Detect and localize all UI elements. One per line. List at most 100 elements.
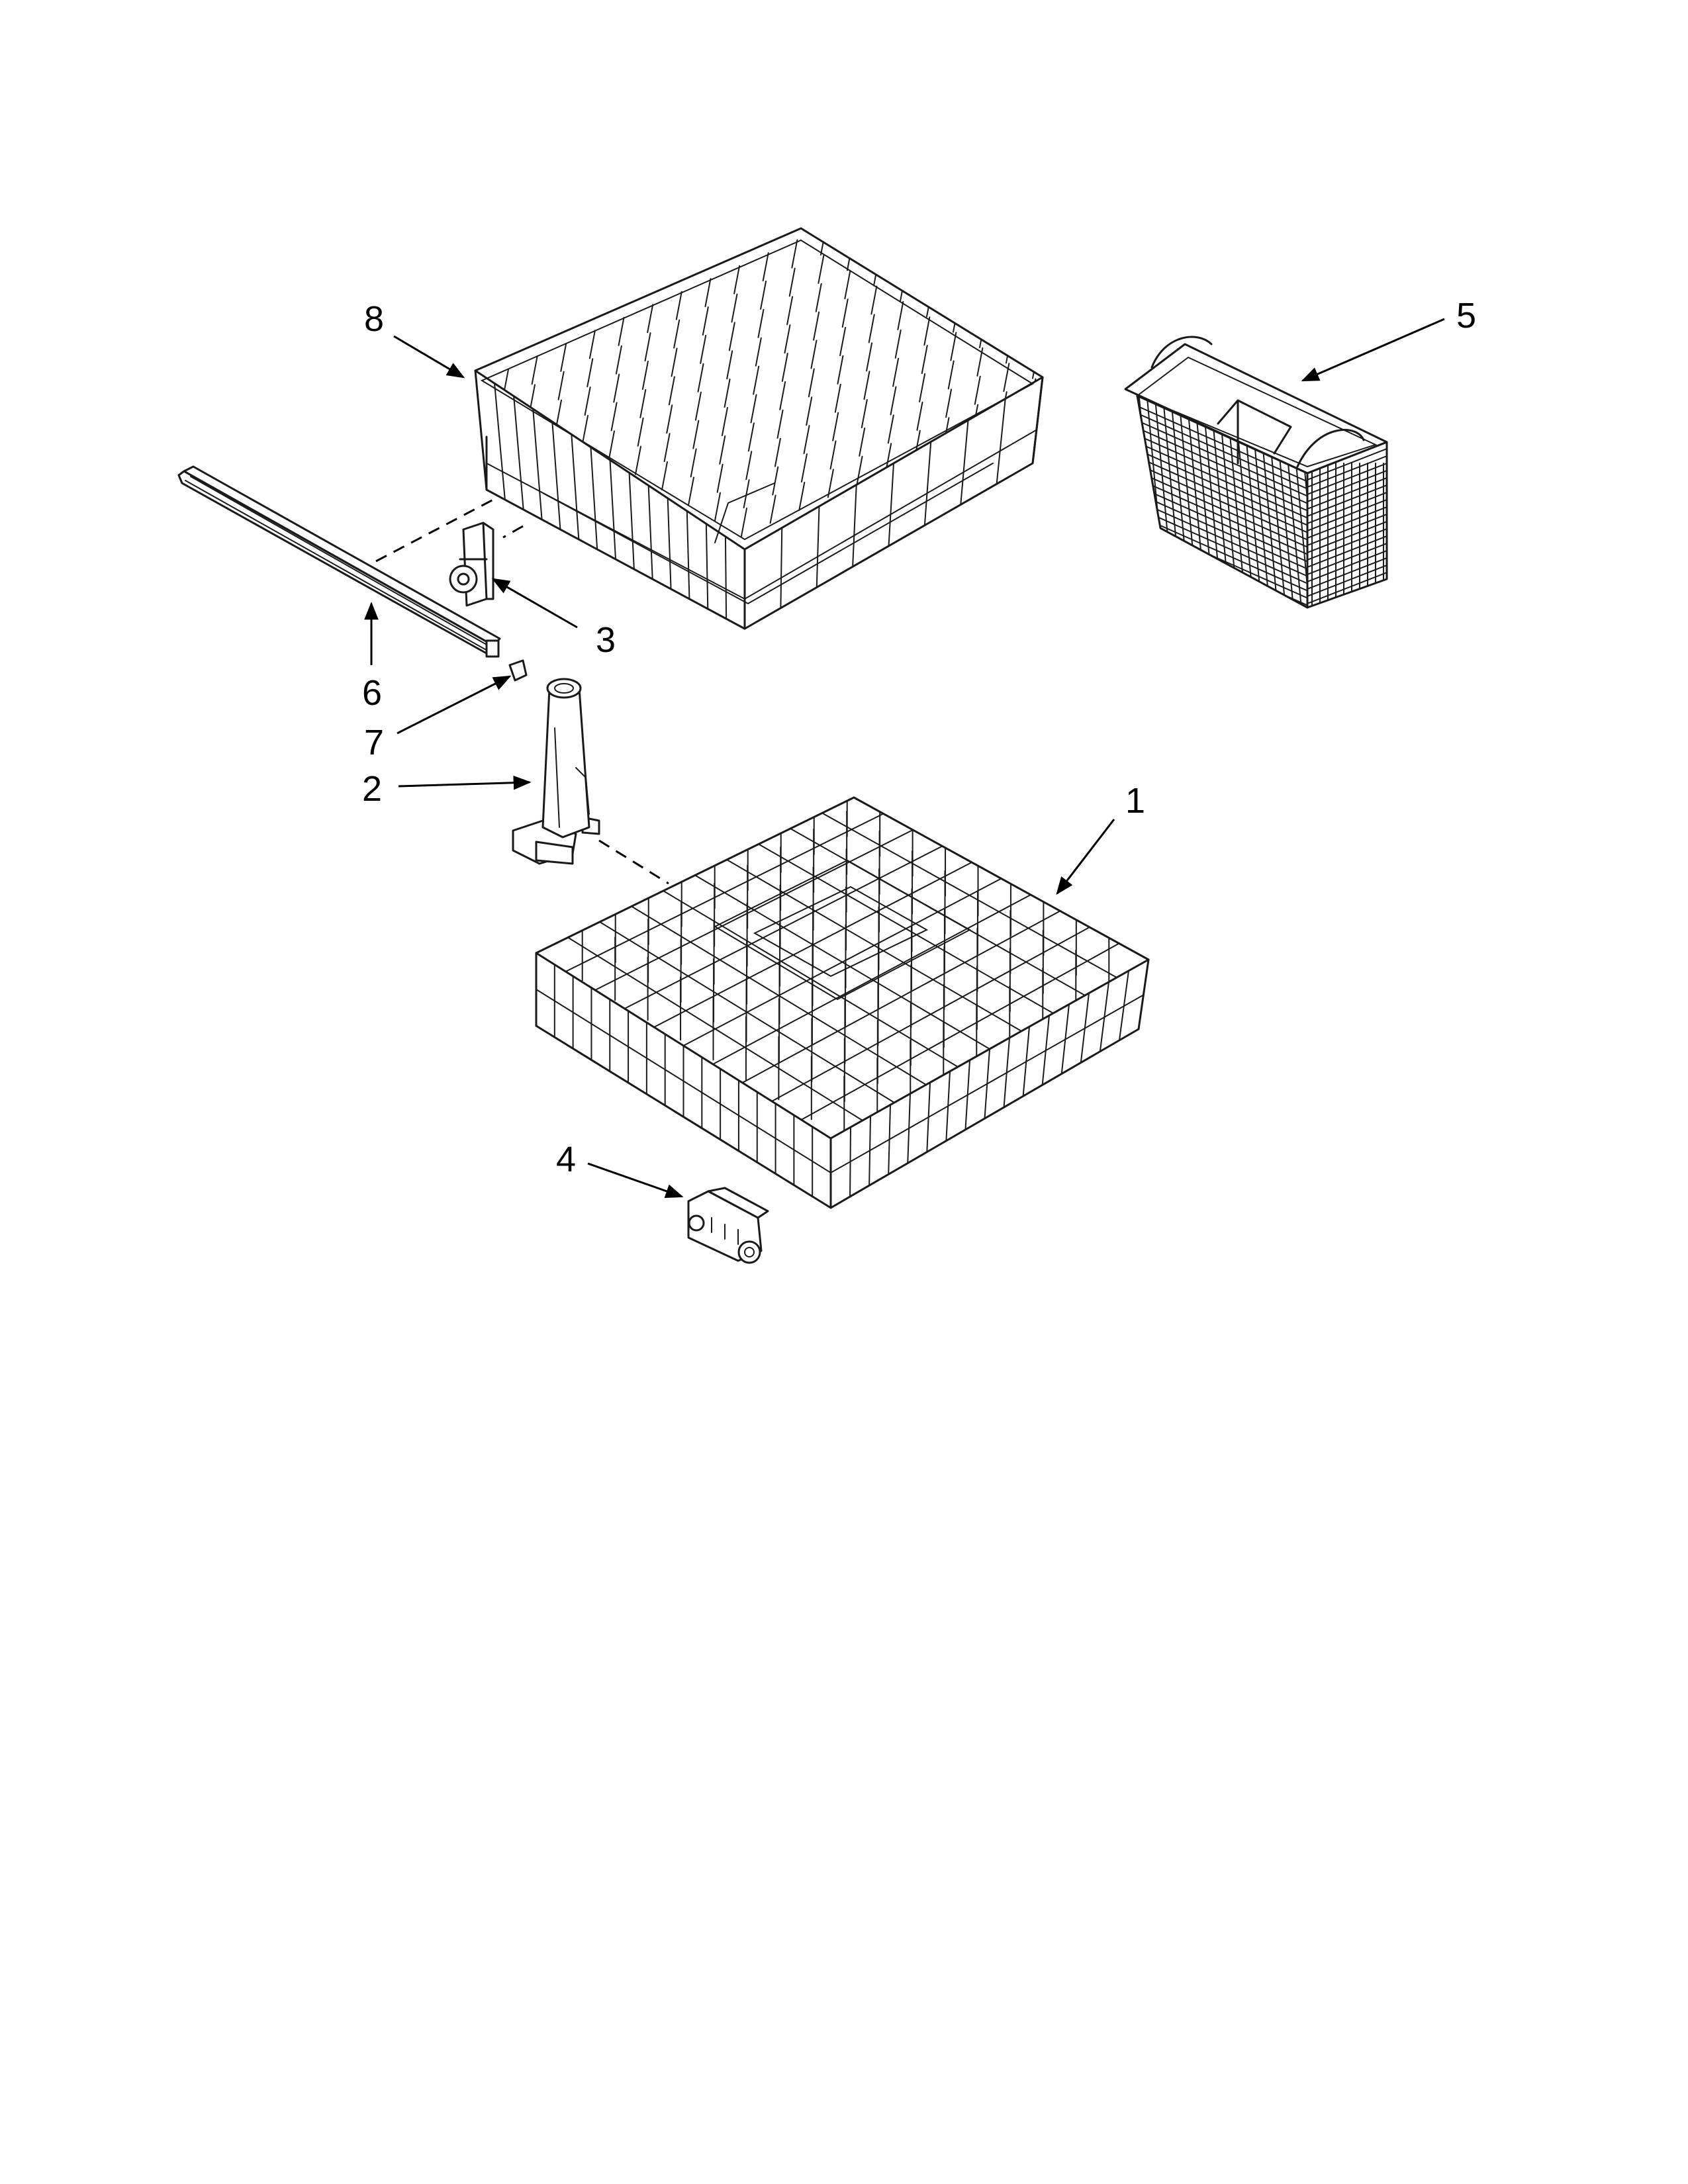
upper-rack-tine [635, 445, 641, 475]
upper-rack-tine [719, 435, 726, 465]
basket-slat [1307, 484, 1387, 517]
upper-rack-wire [494, 383, 506, 500]
upper-rack-tine [721, 407, 728, 437]
upper-rack-tine [741, 508, 747, 537]
upper-rack-tine [694, 391, 702, 421]
basket-slat [1137, 512, 1307, 594]
upper-rack-tine [834, 383, 841, 413]
basket-slat [1137, 483, 1307, 565]
upper-rack-tine [724, 379, 731, 408]
upper-rack-tine [772, 466, 779, 496]
upper-rack-tine [806, 396, 813, 426]
upper-rack-wire [628, 472, 635, 570]
upper-rack-tine [926, 288, 933, 318]
lower-rack-wire [907, 1093, 911, 1164]
upper-rack-tine [610, 402, 618, 432]
basket-slat [1137, 425, 1307, 507]
upper-rack-tine [786, 296, 794, 326]
basket-slat [1137, 505, 1307, 587]
lower-rack-wire [1003, 1037, 1010, 1109]
basket-slat [1137, 498, 1307, 580]
upper-rack-tine [974, 375, 981, 405]
upper-rack-tine [753, 365, 760, 395]
upper-rack-tine [666, 404, 673, 434]
upper-rack-tine [844, 270, 851, 300]
upper-rack-tine [791, 239, 798, 269]
rack-track [177, 465, 501, 658]
upper-rack-wire [551, 421, 561, 530]
upper-rack-tine [976, 347, 984, 377]
upper-rack-tine [747, 422, 755, 452]
callout-7: 7 [364, 723, 384, 762]
upper-rack-tine [800, 453, 808, 483]
lower-rack-grid [741, 910, 1061, 1083]
upper-rack-tine [557, 371, 565, 400]
upper-rack-tine [873, 257, 880, 287]
leader-2 [398, 775, 532, 790]
basket-slat [1307, 572, 1387, 604]
upper-rack-tine [953, 303, 959, 333]
upper-rack-tine [897, 300, 904, 330]
upper-rack-tine [887, 414, 894, 444]
upper-rack-tine [769, 494, 776, 524]
basket-slat [1137, 403, 1307, 485]
basket-slat [1307, 528, 1387, 561]
upper-rack-tine [947, 360, 955, 390]
upper-rack [474, 227, 1044, 630]
basket-slat [1137, 447, 1307, 529]
lower-rack-grid [726, 859, 1022, 1032]
upper-rack-tine [781, 353, 788, 383]
upper-rack-tine [582, 415, 588, 444]
upper-rack-tine [921, 345, 928, 375]
upper-rack-tine [892, 357, 900, 387]
upper-rack-tine [647, 304, 654, 334]
upper-rack-tine [810, 340, 818, 369]
upper-rack-wire [996, 398, 1006, 485]
upper-rack-tine [808, 368, 815, 398]
callout-5: 5 [1456, 296, 1476, 336]
lower-rack-wire [964, 1059, 970, 1130]
upper-rack-tine [870, 285, 878, 315]
upper-rack-tine [613, 373, 620, 403]
basket-slat [1137, 476, 1307, 558]
upper-rack-tine [861, 399, 868, 429]
callout-4: 4 [556, 1140, 576, 1179]
upper-rack-tine [663, 433, 671, 463]
leader-3 [491, 578, 578, 629]
upper-rack-tine [788, 267, 796, 297]
upper-rack-tine [813, 311, 820, 341]
upper-rack-tine [919, 373, 926, 402]
lower-rack-wire [1099, 981, 1109, 1052]
lower-rack-wire [984, 1048, 990, 1119]
lower-rack-wire [849, 1126, 851, 1198]
basket-slat [1307, 492, 1387, 524]
upper-rack-tine [900, 273, 906, 302]
upper-rack-tine [688, 477, 694, 506]
upper-rack-tine [1003, 363, 1010, 392]
upper-rack-wire [960, 420, 969, 506]
lower-rack-wire [1118, 970, 1129, 1041]
upper-rack-tine [832, 412, 839, 441]
basket-slat [1307, 470, 1387, 502]
upper-rack-tine [639, 388, 647, 418]
upper-rack-tine [692, 420, 700, 449]
lower-rack-wire [945, 1070, 951, 1142]
upper-rack-tine [863, 371, 870, 400]
upper-rack-tine [885, 443, 892, 473]
assembly-lines [375, 498, 669, 885]
lower-rack-wire [1060, 1003, 1070, 1075]
basket-slat [1137, 490, 1307, 572]
lower-rack-wire [926, 1081, 931, 1153]
upper-rack-tine [757, 308, 765, 338]
lower-rack-wire [1138, 959, 1149, 1030]
upper-rack-tine [776, 409, 784, 439]
upper-rack-tine [818, 254, 825, 284]
leader-1 [1056, 819, 1115, 895]
upper-rack-tine [839, 326, 847, 356]
upper-rack-tine [641, 361, 649, 390]
callout-2: 2 [362, 769, 382, 809]
leader-4 [587, 1162, 684, 1199]
rack-wheel [687, 1187, 769, 1264]
upper-rack-wire [475, 370, 487, 490]
upper-rack-tine [841, 298, 849, 328]
